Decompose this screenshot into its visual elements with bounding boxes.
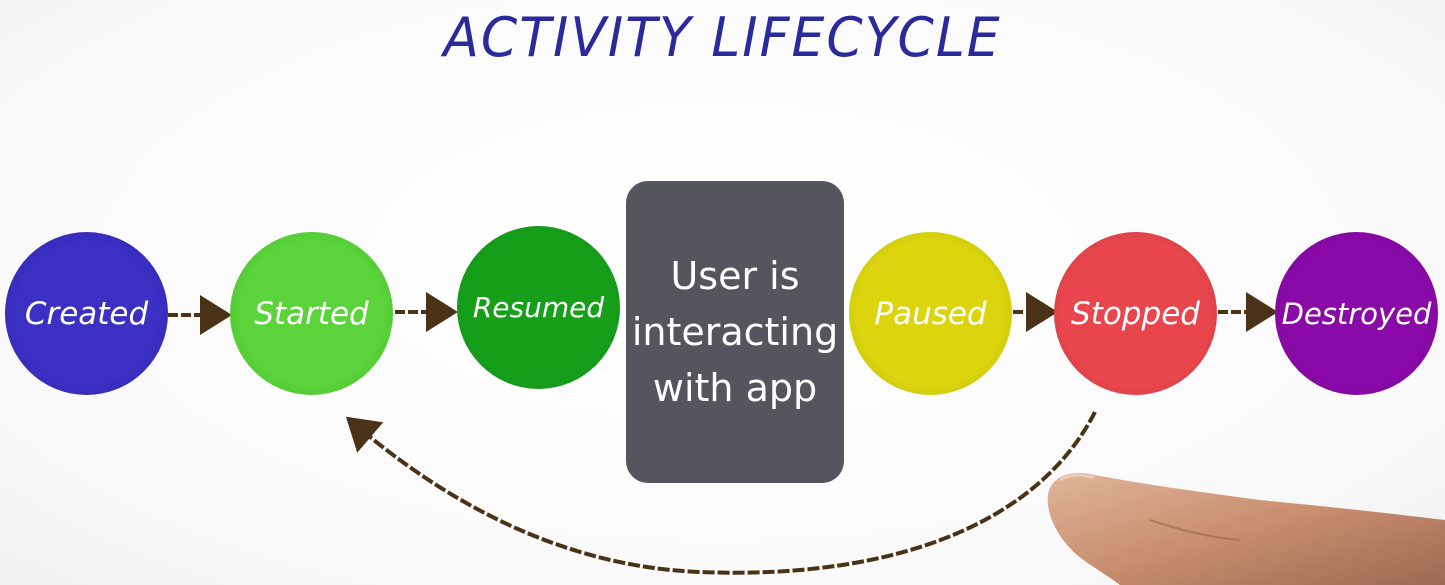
center-box-line-3: with app: [652, 366, 818, 410]
state-stopped: Stopped: [1054, 232, 1217, 395]
user-interacting-box: User is interacting with app: [626, 181, 844, 483]
state-stopped-label: Stopped: [1071, 295, 1200, 332]
state-paused-label: Paused: [874, 295, 987, 332]
state-created: Created: [5, 232, 168, 395]
center-box-line-1: User is: [670, 254, 800, 298]
state-started-label: Started: [254, 295, 369, 332]
state-paused: Paused: [849, 232, 1012, 395]
diagram-title: ACTIVITY LIFECYCLE: [443, 6, 1002, 70]
state-destroyed: Destroyed: [1275, 232, 1438, 395]
state-started: Started: [230, 232, 393, 395]
state-resumed-label: Resumed: [472, 291, 605, 324]
state-destroyed-label: Destroyed: [1281, 296, 1432, 331]
center-box-line-2: interacting: [631, 310, 839, 354]
state-created-label: Created: [24, 295, 149, 332]
state-resumed: Resumed: [457, 226, 620, 389]
